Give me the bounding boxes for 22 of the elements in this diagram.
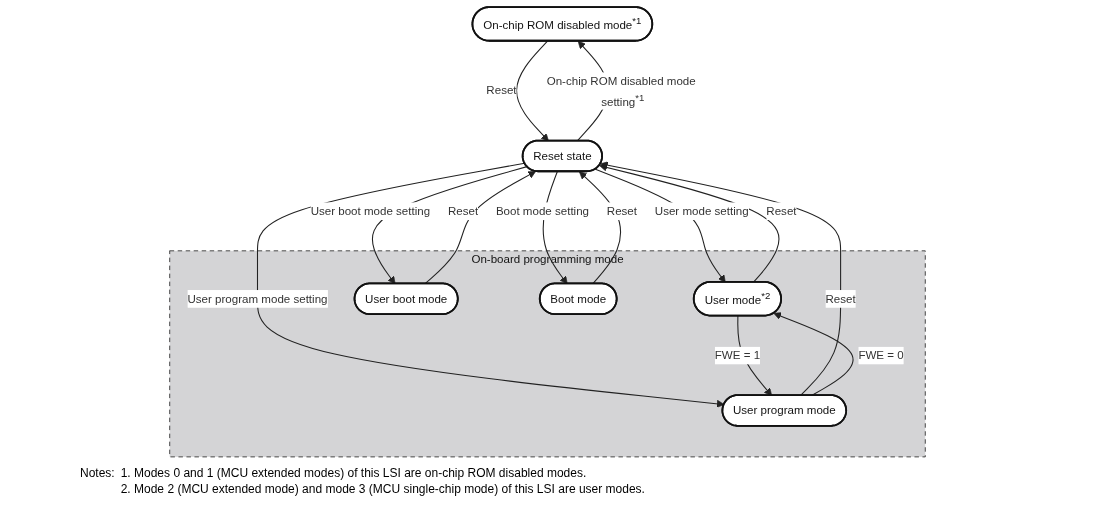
edge-label: User mode setting bbox=[654, 204, 749, 218]
arrow bbox=[371, 166, 528, 285]
edge-label: On-chip ROM disabled mode setting$^{*1}$ bbox=[546, 74, 696, 108]
edge-label: Reset bbox=[825, 291, 856, 306]
footnote: 1. Modes 0 and 1 (MCU extended modes) of this LSI are on-chip ROM disabled modes. bbox=[120, 466, 588, 480]
arrow bbox=[773, 312, 854, 397]
edge-label: Reset bbox=[447, 204, 479, 218]
notes-heading: Notes: bbox=[80, 466, 115, 482]
arrow bbox=[516, 40, 549, 142]
edge-label: User boot mode setting bbox=[310, 204, 431, 218]
edge-label: FWE = 0 bbox=[858, 348, 904, 362]
edge-label: FWE = 1 bbox=[714, 348, 761, 362]
edge-label: Reset bbox=[486, 83, 517, 98]
edge-label: User program mode setting bbox=[187, 291, 328, 306]
edge-label: Reset bbox=[606, 204, 638, 218]
arrow bbox=[256, 162, 725, 408]
footnote: 2. Mode 2 (MCU extended mode) and mode 3 (MCU single-chip mode) of this LSI are user modes. bbox=[120, 482, 645, 496]
arrow bbox=[424, 171, 536, 285]
arrow bbox=[594, 168, 726, 283]
edge-label: Boot mode setting bbox=[495, 204, 590, 218]
arrow bbox=[599, 163, 780, 283]
edge-label: Reset bbox=[766, 204, 797, 218]
